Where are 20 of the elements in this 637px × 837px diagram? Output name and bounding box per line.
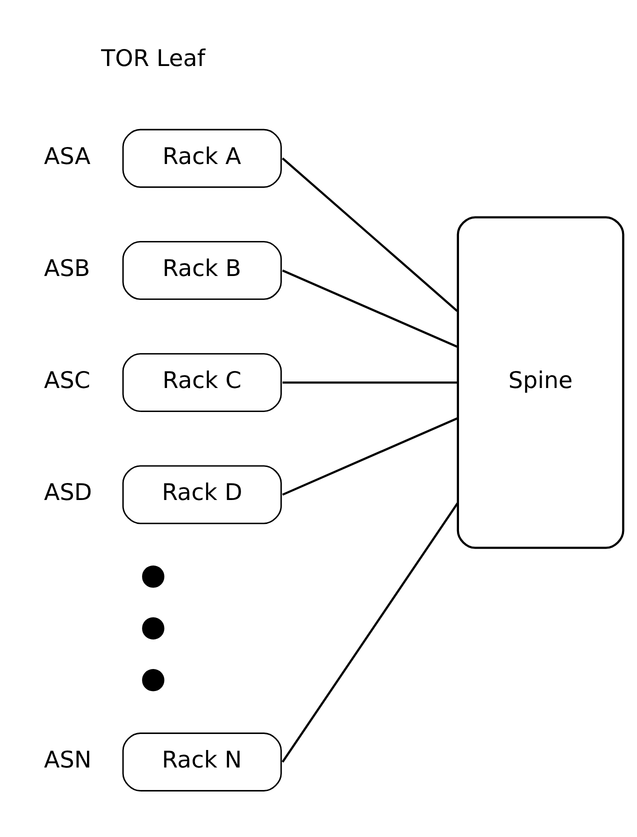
connector bbox=[282, 417, 458, 496]
node-box: Rack C bbox=[122, 353, 282, 412]
node-circle bbox=[142, 668, 164, 692]
node-circle bbox=[142, 617, 164, 640]
node-label: ASA bbox=[44, 144, 90, 170]
node-label: ASN bbox=[44, 747, 92, 774]
node-circle bbox=[142, 565, 164, 588]
node-box: Rack B bbox=[122, 241, 282, 300]
node-label: ASD bbox=[44, 480, 92, 506]
label: TOR Leaf bbox=[101, 46, 206, 72]
node-label: ASC bbox=[44, 368, 90, 394]
node-box: Rack D bbox=[122, 465, 282, 524]
node-box: Spine bbox=[456, 216, 624, 549]
connector bbox=[282, 382, 458, 384]
node-label: ASB bbox=[44, 256, 90, 282]
connector bbox=[282, 269, 458, 348]
connector bbox=[282, 502, 458, 763]
node-box: Rack N bbox=[122, 732, 282, 792]
node-box: Rack A bbox=[122, 128, 282, 188]
connector bbox=[282, 158, 458, 312]
